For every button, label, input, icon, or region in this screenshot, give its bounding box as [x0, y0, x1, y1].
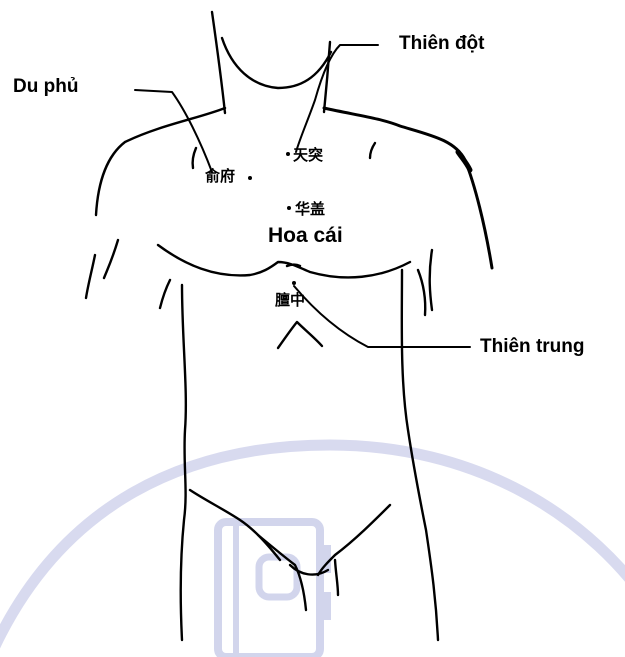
han-label-hoa-cai: 华盖 [295, 198, 325, 219]
leader-thien-dot [296, 45, 378, 152]
right-waist [318, 505, 390, 575]
left-arm-outer [86, 255, 95, 298]
right-shoulder-mark [458, 152, 470, 170]
left-shoulder [96, 108, 225, 215]
neck-curve [222, 38, 331, 88]
left-waist [190, 490, 280, 560]
leader-thien-trung [294, 286, 470, 347]
point-thien-trung-dot [292, 281, 296, 285]
label-hoa-cai: Hoa cái [268, 224, 343, 248]
right-armpit [418, 270, 425, 315]
han-label-du-phu: 俞府 [205, 165, 235, 186]
label-thien-trung: Thiên trung [480, 336, 584, 358]
neck-right-line [324, 42, 330, 112]
left-arm-inner [104, 240, 118, 278]
label-du-phu: Du phủ [13, 76, 78, 98]
right-clavicle-tick [370, 143, 375, 158]
right-flank [402, 270, 438, 640]
point-hoa-cai-dot [287, 206, 291, 210]
leader-du-phu [135, 90, 212, 172]
han-label-thien-dot: 天突 [293, 144, 323, 165]
right-shoulder [324, 108, 492, 268]
xiphoid-chevron [278, 322, 322, 348]
neck-left-line [212, 12, 225, 113]
label-thien-dot: Thiên đột [399, 33, 484, 55]
right-inner-leg [335, 560, 338, 595]
left-flank [181, 285, 186, 640]
han-label-thien-trung: 膻中 [275, 289, 305, 310]
left-clavicle-tick [193, 148, 196, 168]
right-arm-inner [430, 250, 432, 310]
pectoral-line [158, 245, 410, 277]
left-armpit [160, 280, 170, 308]
point-du-phu-dot [248, 176, 252, 180]
point-thien-dot-dot [286, 152, 290, 156]
